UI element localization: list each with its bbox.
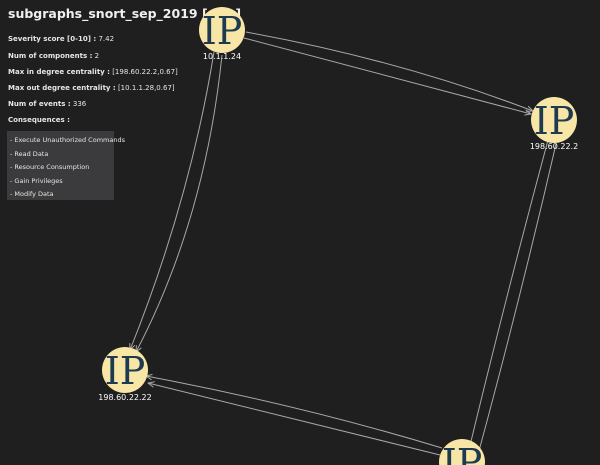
consequence-item: - Execute Unauthorized Commands (10, 136, 125, 144)
graph-edge[interactable] (476, 143, 557, 462)
node-label: 10.1.1.24 (203, 52, 241, 61)
num-components-key: Num of components : (8, 52, 93, 60)
ip-node-icon (531, 97, 577, 143)
max-in-degree-value: [198.60.22.2,0.67] (112, 68, 178, 76)
consequence-item: - Gain Privileges (10, 176, 63, 185)
ip-node-198-60-22-2[interactable]: IP 198.60.22.2 (530, 97, 578, 151)
max-out-degree-value: [10.1.1.28,0.67] (117, 84, 175, 92)
num-events-value: 336 (72, 100, 87, 108)
consequence-item: - Resource Consumption (10, 163, 90, 172)
node-label: 198.60.22.2 (530, 142, 578, 151)
consequence-item: - Modify Data (10, 190, 54, 199)
page-title: subgraphs_snort_sep_2019 [ G5 ] (8, 6, 242, 21)
graph-edge[interactable] (136, 54, 223, 352)
severity-score-line: Severity score [0-10] : 7.42 (8, 35, 114, 43)
max-in-degree-key: Max in degree centrality : (8, 68, 110, 76)
graph-edge[interactable] (148, 383, 441, 456)
num-events-key: Num of events : (8, 100, 71, 108)
graph-edge[interactable] (146, 376, 443, 449)
ip-node-icon (199, 7, 245, 53)
ip-glyph: IP (202, 9, 243, 53)
graph-edge[interactable] (243, 37, 531, 114)
ip-node-icon (102, 347, 148, 393)
graph-edge[interactable] (130, 51, 215, 350)
ip-node-10-1-1-24[interactable]: IP 10.1.1.24 (199, 7, 245, 61)
severity-score-value: 7.42 (98, 35, 115, 43)
num-components-value: 2 (94, 52, 100, 60)
ip-glyph: IP (105, 349, 146, 393)
ip-node-icon (439, 439, 485, 465)
graph-edge[interactable] (245, 31, 533, 111)
consequences-panel: - Execute Unauthorized Commands - Read D… (7, 131, 125, 200)
node-label: 198.60.22.22 (98, 393, 151, 402)
num-components-line: Num of components : 2 (8, 52, 99, 60)
ip-node-bottom[interactable]: IP (439, 439, 485, 465)
max-out-degree-line: Max out degree centrality : [10.1.1.28,0… (8, 84, 175, 92)
max-in-degree-line: Max in degree centrality : [198.60.22.2,… (8, 68, 178, 76)
consequences-key: Consequences : (8, 116, 70, 124)
consequence-item: - Read Data (10, 149, 49, 158)
ip-glyph: IP (534, 99, 575, 143)
num-events-line: Num of events : 336 (8, 100, 86, 108)
ip-glyph: IP (442, 441, 483, 465)
graph-edge[interactable] (466, 139, 549, 462)
max-out-degree-key: Max out degree centrality : (8, 84, 116, 92)
consequences-heading: Consequences : (8, 116, 70, 124)
ip-node-198-60-22-22[interactable]: IP 198.60.22.22 (98, 347, 152, 402)
severity-score-key: Severity score [0-10] : (8, 35, 97, 43)
